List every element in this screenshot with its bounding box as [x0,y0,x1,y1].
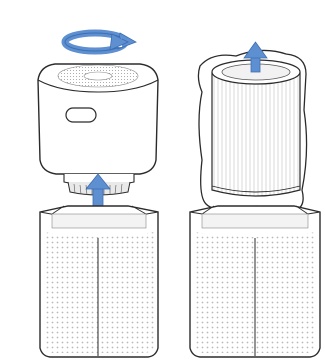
air-filter [212,60,300,196]
handle-slot [66,108,96,122]
rotate-arrow-icon [65,33,136,51]
purifier-base-right [190,206,320,357]
step-2-lift-filter [190,42,320,357]
purifier-base-left [40,206,158,357]
step-1-twist-top [38,33,158,357]
